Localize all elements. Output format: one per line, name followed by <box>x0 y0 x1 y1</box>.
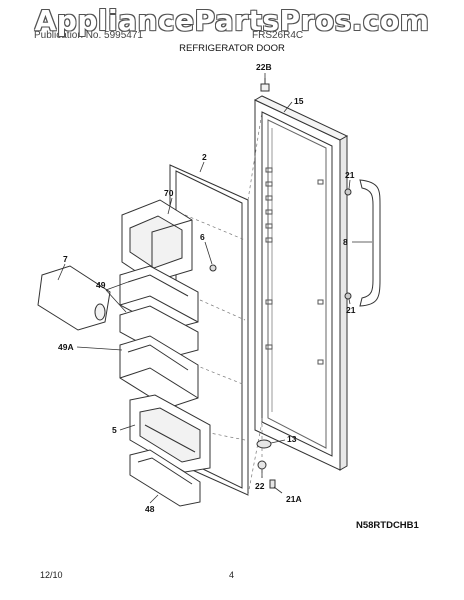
door-panel <box>253 95 349 471</box>
door-bin-large <box>119 335 199 409</box>
dispenser-frame <box>129 394 211 473</box>
alignment-lines <box>184 111 263 496</box>
leader-lines <box>57 73 372 504</box>
screw <box>209 264 217 272</box>
callout-21a: 21A <box>286 494 302 504</box>
footer-page-number: 4 <box>229 570 235 580</box>
callout-2: 2 <box>202 152 207 162</box>
door-handle <box>359 179 381 307</box>
drip-tray <box>129 449 201 507</box>
callout-22: 22 <box>255 481 265 491</box>
callout-48: 48 <box>145 504 155 514</box>
model-code: N58RTDCHB1 <box>356 520 419 531</box>
page-title: REFRIGERATOR DOOR <box>179 43 285 54</box>
callout-49: 49 <box>96 280 106 290</box>
callout-7: 7 <box>63 254 68 264</box>
publication-number: Publication No. 5995471 <box>34 30 143 41</box>
callout-21-bottom: 21 <box>346 305 356 315</box>
door-bins <box>119 265 199 359</box>
callout-5: 5 <box>112 425 117 435</box>
watermark-logo: AppliancePartsPros.com <box>34 4 430 37</box>
callout-6: 6 <box>200 232 205 242</box>
dairy-door <box>37 265 111 331</box>
callout-22b: 22B <box>256 62 272 72</box>
callout-70: 70 <box>164 188 174 198</box>
callout-15: 15 <box>294 96 304 106</box>
model-header: FRS26R4C <box>252 30 304 41</box>
handle-screws <box>344 188 352 300</box>
callout-49a: 49A <box>58 342 74 352</box>
callout-8: 8 <box>343 237 348 247</box>
dispenser-housing <box>121 199 193 283</box>
footer-date: 12/10 <box>40 570 63 580</box>
callout-13: 13 <box>287 434 297 444</box>
callout-21-top: 21 <box>345 170 355 180</box>
